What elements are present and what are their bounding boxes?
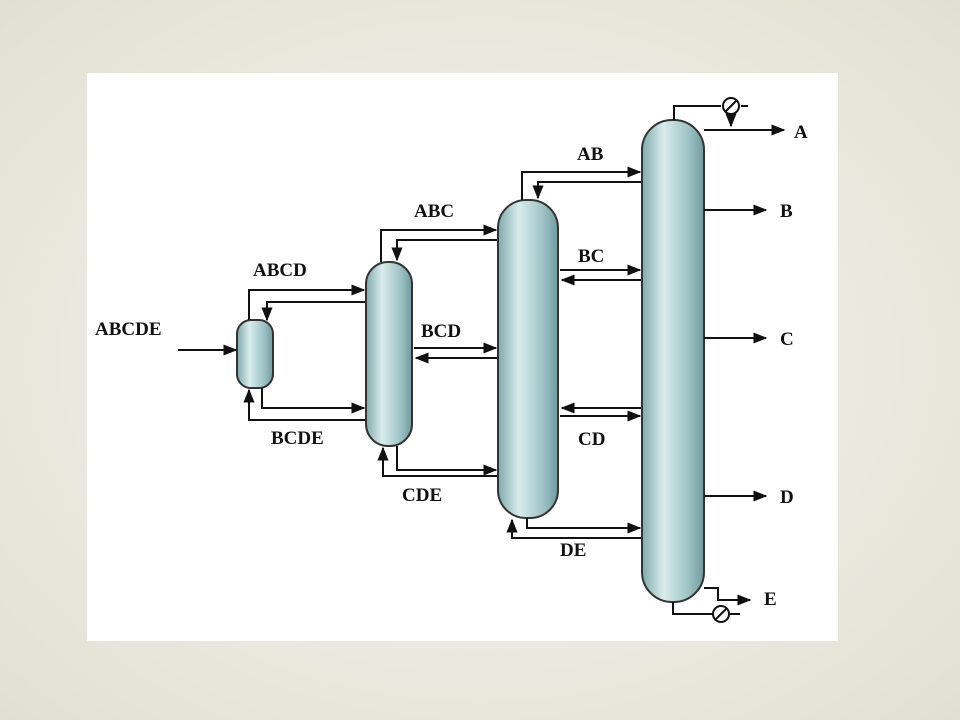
product-c-label: C [780, 329, 794, 350]
product-a-label: A [794, 122, 808, 143]
column3-lower-label: CD [578, 429, 605, 450]
column2-reflux-line [391, 239, 500, 262]
column3-reflux-line [532, 181, 644, 200]
column3-reboil-line [506, 518, 644, 539]
column1-top-line [248, 284, 366, 320]
column1-reflux-line [261, 301, 368, 322]
column-4 [641, 119, 705, 603]
product-e-line [704, 587, 752, 606]
column3-bottom-label: DE [560, 540, 586, 561]
feed-label: ABCDE [95, 319, 162, 340]
column2-top-label: ABC [414, 201, 454, 222]
column3-top-label: AB [577, 144, 604, 165]
condenser-vapor-line [673, 105, 721, 120]
column1-reboil-line [243, 388, 368, 421]
column-2 [365, 261, 413, 447]
product-e-label: E [764, 589, 777, 610]
diagram-panel: ABCDE ABCD BCDE ABC BCD CDE [87, 73, 838, 641]
column-1 [236, 319, 274, 389]
product-b-label: B [780, 201, 793, 222]
column1-bottom-label: BCDE [271, 428, 324, 449]
product-d-label: D [780, 487, 794, 508]
column2-mid-label: BCD [421, 321, 461, 342]
condenser-icon-stroke [724, 99, 738, 113]
column3-upper-label: BC [578, 246, 604, 267]
reboiler-inlet-line [672, 602, 713, 615]
column2-bottom-line [396, 446, 498, 476]
column2-top-line [380, 224, 498, 262]
column3-bottom-line [526, 518, 642, 534]
column1-bottom-line [261, 388, 366, 414]
distillation-sequence-diagram: ABCDE ABCD BCDE ABC BCD CDE [95, 97, 808, 623]
column2-bottom-label: CDE [402, 485, 442, 506]
column1-top-label: ABCD [253, 260, 307, 281]
column3-top-line [521, 166, 642, 200]
column-3 [497, 199, 559, 519]
reboiler-icon-stroke [714, 607, 728, 621]
column2-reboil-line [377, 446, 500, 477]
